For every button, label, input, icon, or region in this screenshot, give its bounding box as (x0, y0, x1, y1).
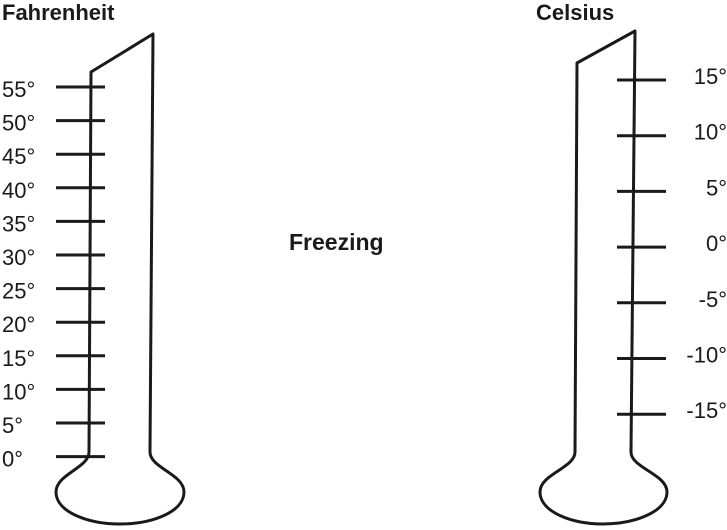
fahrenheit-tick-label: 30° (2, 245, 35, 270)
fahrenheit-tick-label: 25° (2, 279, 35, 304)
celsius-scale: 15° 10° 5° 0° -5° -10° -15° (617, 64, 727, 423)
celsius-title: Celsius (536, 0, 614, 25)
celsius-tick-label: -5° (699, 287, 727, 312)
fahrenheit-tick-label: 35° (2, 211, 35, 236)
celsius-tick-label: -10° (686, 343, 727, 368)
fahrenheit-tick-label: 50° (2, 111, 35, 136)
celsius-tick-label: 5° (706, 175, 727, 200)
celsius-tick-label: 10° (694, 120, 727, 145)
fahrenheit-tick-label: 5° (2, 413, 23, 438)
fahrenheit-tick-label: 20° (2, 312, 35, 337)
celsius-tick-label: 15° (694, 64, 727, 89)
fahrenheit-tick-label: 0° (2, 447, 23, 472)
fahrenheit-scale: 55° 50° 45° 40° 35° 30° 25° 20° 15° 10° 5° 0° (2, 77, 105, 472)
fahrenheit-title: Fahrenheit (2, 0, 115, 25)
celsius-tick-label: -15° (686, 398, 727, 423)
celsius-tick-label: 0° (706, 231, 727, 256)
fahrenheit-tick-label: 40° (2, 178, 35, 203)
fahrenheit-tick-label: 45° (2, 144, 35, 169)
fahrenheit-tick-label: 15° (2, 346, 35, 371)
fahrenheit-thermometer (54, 32, 186, 526)
freezing-label: Freezing (289, 229, 384, 255)
celsius-thermometer (538, 29, 669, 526)
fahrenheit-tick-label: 55° (2, 77, 35, 102)
fahrenheit-tick-label: 10° (2, 379, 35, 404)
